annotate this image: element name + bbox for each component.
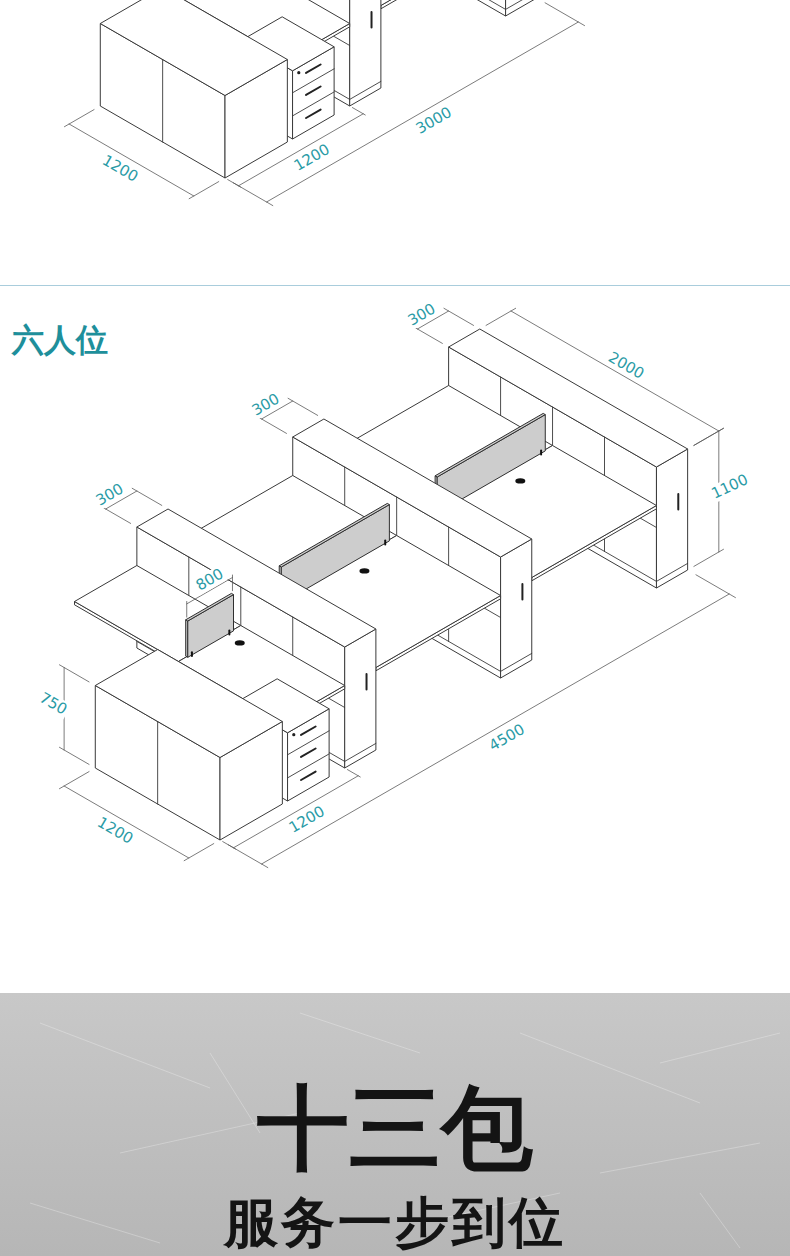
dimension-line [239,114,364,186]
drawer-line [288,731,330,755]
dimension-label: 1200 [290,140,335,176]
plinth-line [345,743,376,761]
dimension-label: 750 [34,689,71,720]
texture-scratch [210,1053,260,1133]
plinth-line [506,0,537,9]
cabinet-front [656,449,687,588]
screen-top [186,593,234,621]
dimension-label: 4500 [484,719,529,755]
texture-scratch [660,1033,780,1063]
texture-scratch [40,1023,210,1088]
screen-clip [191,652,193,656]
plinth-line [350,81,381,99]
dimension-label: 1200 [93,812,138,848]
texture-scratch [300,1013,420,1053]
door-handle [521,584,523,599]
texture-scratch [30,1203,160,1243]
dimension-line [228,575,735,868]
dimension-line [486,308,723,445]
section-title: 六人位 [12,321,108,359]
dimension-line [511,311,719,431]
door-handle [371,12,373,27]
screen-part [186,593,234,657]
door-handle [366,674,368,689]
screen-clip [540,451,542,455]
return-part [100,0,287,178]
drawer-handle [301,749,316,757]
dimension-line [267,22,579,202]
promo-band: 十三包服务一步到位 [0,993,790,1256]
screen-top [435,413,545,477]
panel-division [162,60,163,143]
band-heading: 十三包 [0,1078,790,1179]
drawer-line [293,69,335,93]
cabinet-front [501,539,532,678]
drawer-handle [306,65,321,73]
screen-clip [384,541,386,545]
desk-front [381,0,506,9]
section-divider [0,285,790,286]
plinth-line [501,653,532,671]
texture-scratch [520,1033,700,1103]
dimension-line [59,772,213,861]
return-top [100,0,287,96]
cable-grommet [515,478,525,483]
drawer-line [288,754,330,778]
door-handle [677,494,679,509]
dimension-line [262,594,730,864]
dimension-label: 2000 [604,348,649,384]
dimension-line [69,124,194,196]
cabinet-front [345,629,376,768]
six-seat-cluster [59,308,735,867]
screen-top [279,503,389,567]
drawer-handle [301,727,316,735]
drawer-line [293,92,335,116]
dimension-line [223,770,361,849]
dimension-label: 3000 [411,102,456,138]
dimension-label: 1200 [98,150,143,186]
four-seat-cluster [64,0,584,206]
screen-front [188,595,234,658]
cable-grommet [359,568,369,573]
dimension-label: 1200 [285,802,330,838]
drawer-lock [297,71,300,74]
dimension-line [64,110,218,199]
cable-grommet [235,640,245,645]
drawer-handle [306,110,321,118]
dimension-line [228,108,366,187]
texture-scratch [700,1193,740,1248]
return-top [95,650,282,758]
dimension-line [234,776,359,848]
dimension-line [64,786,189,858]
texture-scratch [600,1143,760,1173]
drawer-lock [292,733,295,736]
screen-clip [228,631,230,635]
return-part [95,650,282,841]
cabinet-front [506,0,537,16]
drawer-handle [306,87,321,95]
drawer-handle [301,772,316,780]
band-subheading: 服务一步到位 [0,1193,790,1252]
plinth-line [656,563,687,581]
dimension-label: 1100 [707,470,753,503]
dimension-line [233,3,584,206]
cabinet-front [350,0,381,106]
panel-division [157,722,158,805]
